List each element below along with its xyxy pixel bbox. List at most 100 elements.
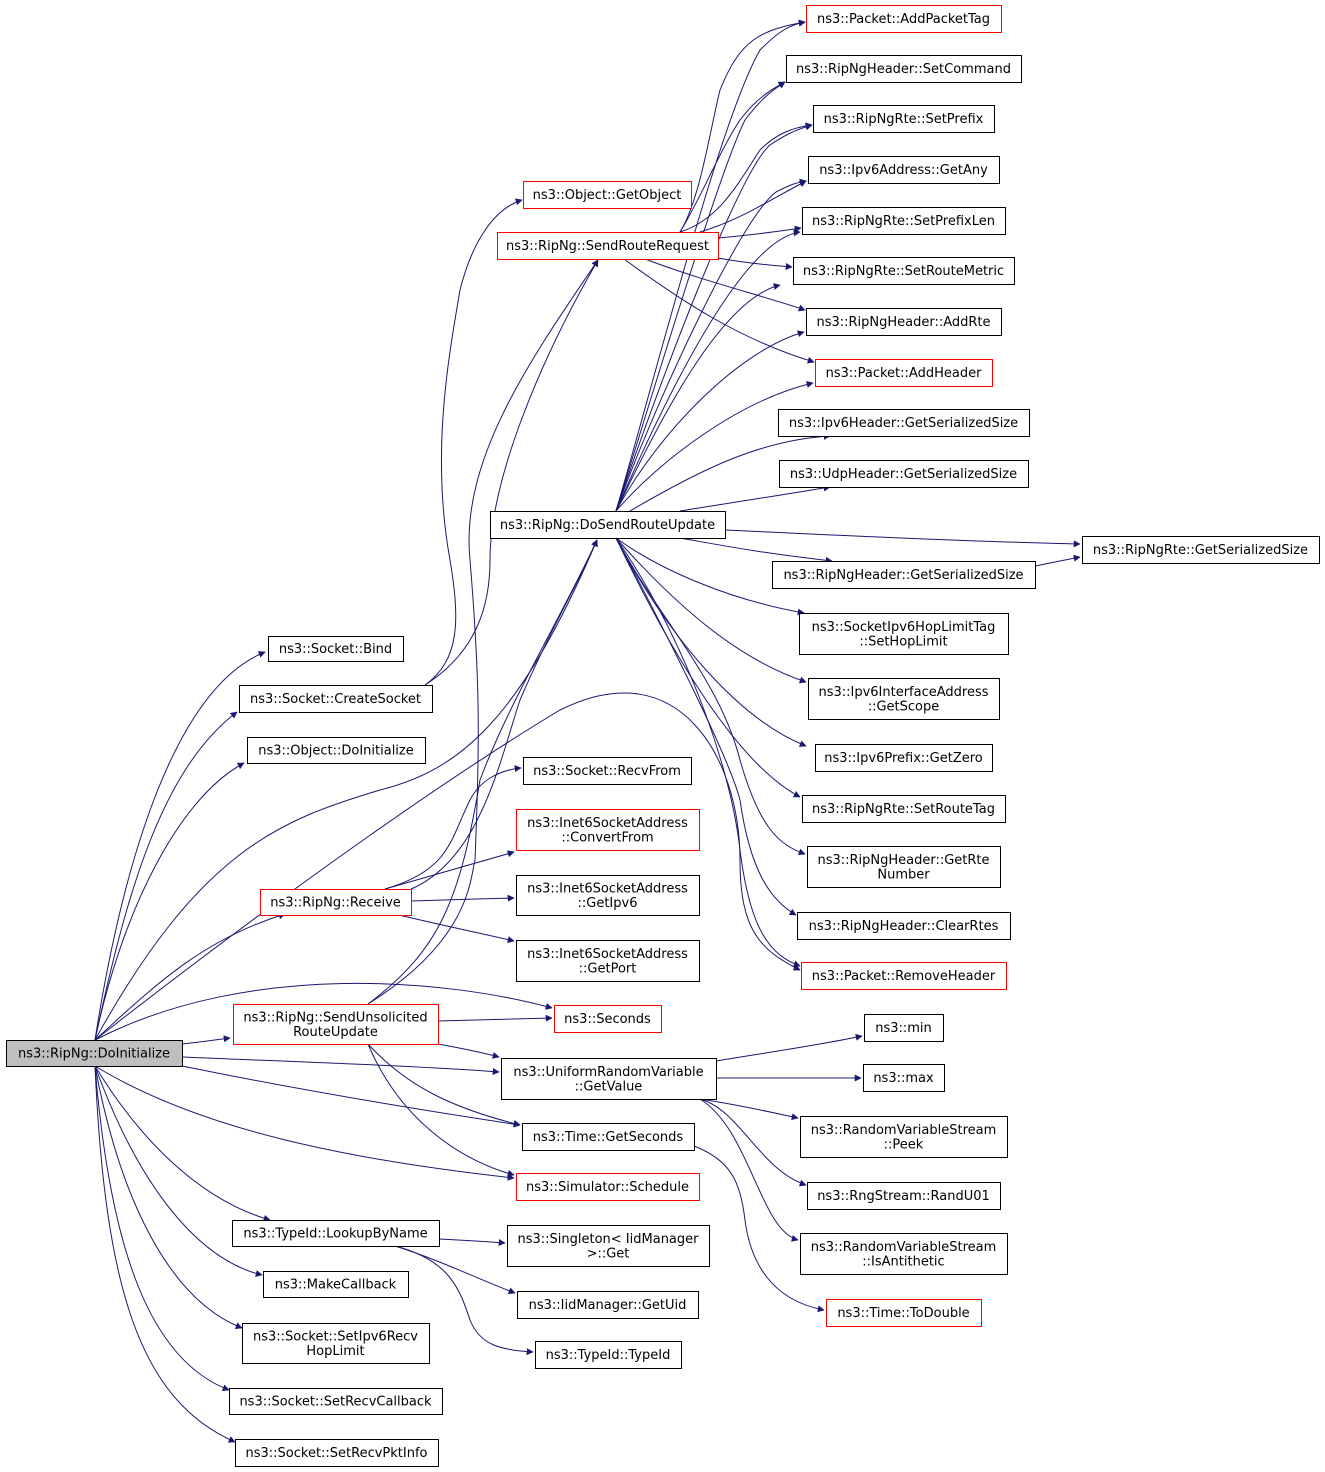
node-schedule[interactable]: ns3::Simulator::Schedule — [516, 1173, 700, 1201]
node-root[interactable]: ns3::RipNg::DoInitialize — [6, 1040, 183, 1067]
node-makecallback[interactable]: ns3::MakeCallback — [263, 1271, 409, 1298]
node-box — [807, 1182, 1001, 1210]
edge-sendunsol-to-dosend — [367, 539, 598, 1005]
node-bind[interactable]: ns3::Socket::Bind — [268, 636, 404, 662]
edge-sendroutereq-to-addpackettag — [679, 19, 806, 233]
node-getport[interactable]: ns3::Inet6SocketAddress::GetPort — [516, 940, 700, 982]
edge-root-to-sendunsol — [181, 1035, 231, 1045]
node-sethoplimittag[interactable]: ns3::SocketIpv6HopLimitTag::SetHopLimit — [799, 613, 1009, 655]
node-sendroutereq[interactable]: ns3::RipNg::SendRouteRequest — [497, 232, 719, 260]
edge-receive-to-convertfrom — [384, 850, 515, 890]
node-box — [793, 257, 1015, 285]
node-dosend[interactable]: ns3::RipNg::DoSendRouteUpdate — [490, 511, 726, 539]
node-rtesize[interactable]: ns3::RipNgRte::GetSerializedSize — [1082, 536, 1320, 564]
edge-urvgetvalue-to-randu01 — [699, 1098, 807, 1187]
edge-dosend-to-setcommand — [615, 81, 786, 512]
node-clearrtes[interactable]: ns3::RipNgHeader::ClearRtes — [797, 912, 1011, 940]
node-box — [516, 875, 700, 916]
edge-dosend-to-ipv6hdrsize — [629, 432, 831, 512]
node-setrecvpkt[interactable]: ns3::Socket::SetRecvPktInfo — [235, 1439, 439, 1467]
node-label: RouteUpdate — [293, 1025, 378, 1040]
node-label: ::Peek — [884, 1137, 924, 1152]
node-label: ns3::RipNgRte::SetPrefixLen — [812, 214, 995, 229]
node-randu01[interactable]: ns3::RngStream::RandU01 — [807, 1182, 1001, 1210]
node-label: ::SetHopLimit — [859, 634, 947, 649]
node-box — [554, 1005, 662, 1033]
node-removeheader[interactable]: ns3::Packet::RemoveHeader — [801, 962, 1007, 990]
edge-dosend-to-getscope — [615, 537, 807, 684]
edge-sendunsol-to-seconds — [437, 1014, 553, 1022]
node-convertfrom[interactable]: ns3::Inet6SocketAddress::ConvertFrom — [516, 809, 700, 851]
node-riphdrsize[interactable]: ns3::RipNgHeader::GetSerializedSize — [772, 561, 1036, 589]
edge-dosend-to-removeheader — [615, 537, 801, 968]
node-todouble[interactable]: ns3::Time::ToDouble — [826, 1299, 982, 1327]
node-box — [815, 359, 993, 387]
node-box — [497, 232, 719, 260]
node-min[interactable]: ns3::min — [864, 1014, 944, 1042]
node-getscope[interactable]: ns3::Ipv6InterfaceAddress::GetScope — [808, 678, 1000, 720]
node-getany[interactable]: ns3::Ipv6Address::GetAny — [808, 156, 1000, 184]
edge-sendroutereq-to-getany — [699, 180, 807, 233]
node-setroutetag[interactable]: ns3::RipNgRte::SetRouteTag — [802, 795, 1006, 823]
edge-sendroutereq-to-addheader — [623, 258, 815, 364]
node-box — [800, 1233, 1008, 1275]
edge-root-to-schedule — [94, 1065, 515, 1181]
node-label: ns3::Socket::SetRecvPktInfo — [245, 1446, 427, 1461]
node-addrte[interactable]: ns3::RipNgHeader::AddRte — [806, 308, 1002, 336]
node-label: ns3::RipNgHeader::SetCommand — [796, 62, 1011, 77]
node-box — [516, 1173, 700, 1201]
node-seconds[interactable]: ns3::Seconds — [554, 1005, 662, 1033]
node-label: ::GetValue — [575, 1079, 643, 1094]
node-ipv6hdrsize[interactable]: ns3::Ipv6Header::GetSerializedSize — [778, 409, 1030, 437]
node-createsocket[interactable]: ns3::Socket::CreateSocket — [239, 685, 433, 713]
node-receive[interactable]: ns3::RipNg::Receive — [260, 889, 412, 916]
edge-urvgetvalue-to-isantithetic — [699, 1098, 799, 1242]
node-udphdrsize[interactable]: ns3::UdpHeader::GetSerializedSize — [779, 460, 1029, 488]
edge-root-to-makecallback — [94, 1065, 263, 1277]
node-getipv6[interactable]: ns3::Inet6SocketAddress::GetIpv6 — [516, 875, 700, 916]
node-setprefixlen[interactable]: ns3::RipNgRte::SetPrefixLen — [802, 207, 1006, 235]
node-setcommand[interactable]: ns3::RipNgHeader::SetCommand — [786, 55, 1022, 83]
edge-root-to-bind — [94, 651, 266, 1041]
edge-urvgetvalue-to-peek — [699, 1098, 799, 1121]
node-label: ns3::MakeCallback — [275, 1278, 397, 1293]
node-getobject[interactable]: ns3::Object::GetObject — [523, 181, 692, 209]
node-addpackettag[interactable]: ns3::Packet::AddPacketTag — [806, 5, 1002, 33]
node-label: ns3::Time::GetSeconds — [533, 1130, 684, 1145]
node-label: ns3::Inet6SocketAddress — [527, 816, 688, 831]
edge-root-to-setrecvpkt — [94, 1065, 236, 1443]
node-label: ns3::RipNg::SendRouteRequest — [506, 239, 709, 254]
node-urvgetvalue[interactable]: ns3::UniformRandomVariable::GetValue — [501, 1058, 717, 1100]
node-max[interactable]: ns3::max — [863, 1064, 945, 1092]
node-singleton[interactable]: ns3::Singleton< IidManager>::Get — [507, 1225, 710, 1267]
node-label: ns3::IidManager::GetUid — [529, 1298, 687, 1313]
node-label: ns3::RipNgHeader::AddRte — [816, 315, 990, 330]
node-peek[interactable]: ns3::RandomVariableStream::Peek — [800, 1116, 1008, 1158]
node-box — [229, 1388, 443, 1415]
node-getuid[interactable]: ns3::IidManager::GetUid — [517, 1291, 699, 1319]
node-setroutemetric[interactable]: ns3::RipNgRte::SetRouteMetric — [793, 257, 1015, 285]
node-box — [260, 889, 412, 916]
node-box — [1082, 536, 1320, 564]
node-box — [786, 55, 1022, 83]
node-objdoinit[interactable]: ns3::Object::DoInitialize — [247, 737, 426, 764]
node-label: ns3::min — [875, 1021, 932, 1036]
node-typeid[interactable]: ns3::TypeId::TypeId — [535, 1341, 682, 1369]
edge-dosend-to-udphdrsize — [679, 484, 831, 512]
node-getzero[interactable]: ns3::Ipv6Prefix::GetZero — [815, 744, 993, 772]
node-setprefix[interactable]: ns3::RipNgRte::SetPrefix — [813, 105, 995, 133]
node-label: ns3::Ipv6Header::GetSerializedSize — [789, 416, 1018, 431]
node-recvfrom[interactable]: ns3::Socket::RecvFrom — [523, 757, 692, 785]
edge-sendunsol-to-schedule — [367, 1043, 515, 1177]
node-setrecvcb[interactable]: ns3::Socket::SetRecvCallback — [229, 1388, 443, 1415]
node-lookup[interactable]: ns3::TypeId::LookupByName — [232, 1220, 440, 1247]
node-label: ns3::RipNgRte::SetRouteMetric — [803, 264, 1004, 279]
edge-dosend-to-addpackettag — [615, 19, 806, 512]
node-addheader[interactable]: ns3::Packet::AddHeader — [815, 359, 993, 387]
node-box — [517, 1291, 699, 1319]
node-timegetsec[interactable]: ns3::Time::GetSeconds — [522, 1123, 695, 1151]
node-isantithetic[interactable]: ns3::RandomVariableStream::IsAntithetic — [800, 1233, 1008, 1275]
